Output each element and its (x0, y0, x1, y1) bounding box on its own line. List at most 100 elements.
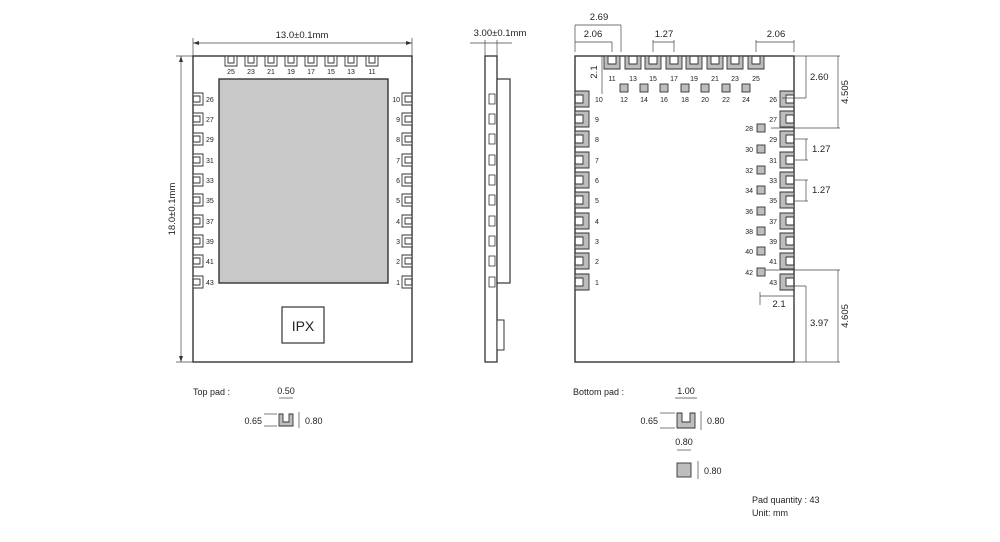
square-pad-width: 0.80 (675, 437, 693, 447)
pin-number: 14 (640, 97, 648, 104)
side-view: 3.00±0.1mm (470, 28, 526, 363)
pin-number: 13 (629, 76, 637, 83)
pin-number: 8 (595, 137, 599, 144)
inner-pad (700, 83, 710, 93)
pin-number: 15 (649, 76, 657, 83)
top-pad-left: 0.65 (244, 416, 262, 426)
ipx-label: IPX (292, 318, 315, 334)
bottom-pad (779, 110, 795, 128)
pin-number: 9 (595, 117, 599, 124)
pin-number: 3 (396, 239, 400, 246)
castellated-pad (192, 173, 204, 187)
castellated-pad (192, 112, 204, 126)
pin-number: 1 (595, 280, 599, 287)
castellated-pad (192, 234, 204, 248)
bottom-pad (665, 55, 683, 70)
pad-quantity: Pad quantity : 43 (752, 495, 820, 505)
pin-number: 35 (769, 198, 777, 205)
castellation (488, 154, 496, 166)
top-view: 13.0±0.1mm 18.0±0.1mm IPX 25 23 21 19 17… (167, 30, 413, 363)
dim-3-97: 3.97 (810, 318, 829, 329)
bottom-pad (779, 90, 795, 108)
castellated-pad (401, 153, 413, 167)
bottom-pad-right: 0.80 (707, 416, 725, 426)
bottom-pad (574, 171, 590, 189)
pin-number: 27 (769, 117, 777, 124)
pin-number: 4 (595, 219, 599, 226)
pin-number: 7 (396, 158, 400, 165)
pin-number: 8 (396, 137, 400, 144)
castellated-pad (192, 92, 204, 106)
castellation (488, 194, 496, 206)
castellated-pad (244, 55, 258, 67)
bottom-pad (685, 55, 703, 70)
dim-4-605: 4.605 (840, 304, 851, 328)
castellated-pad (264, 55, 278, 67)
inner-pad (741, 83, 751, 93)
bottom-inner-row-numbers: 12 14 16 18 20 22 24 (620, 97, 750, 104)
bottom-pad (574, 191, 590, 209)
inner-pad (756, 165, 766, 175)
bottom-pad (644, 55, 662, 70)
dim-1-27-a: 1.27 (812, 144, 831, 155)
pin-number: 2 (595, 259, 599, 266)
bottom-inner-col-numbers: 28 30 32 34 36 38 40 42 (745, 126, 753, 277)
castellated-pad (401, 173, 413, 187)
dim-2-60: 2.60 (810, 72, 829, 83)
bottom-pad (574, 110, 590, 128)
inner-pad (721, 83, 731, 93)
bottom-pad-title: Bottom pad : (573, 387, 624, 397)
castellated-pad (401, 92, 413, 106)
castellated-pad (401, 132, 413, 146)
bottom-pad (779, 232, 795, 250)
dim-1-27-b: 1.27 (812, 185, 831, 196)
bottom-pad (706, 55, 724, 70)
arrow-left (193, 41, 199, 45)
pin-number: 37 (206, 219, 214, 226)
bottom-pad (779, 252, 795, 270)
bottom-pad (574, 273, 590, 291)
castellation (488, 93, 496, 105)
top-pad-detail: Top pad : 0.50 0.65 0.80 (193, 386, 323, 428)
bottom-pad (779, 171, 795, 189)
pin-number: 28 (745, 126, 753, 133)
pin-number: 11 (368, 69, 375, 76)
bottom-pad (779, 191, 795, 209)
arrow-right (406, 41, 412, 45)
castellation (488, 235, 496, 247)
pin-number: 43 (769, 280, 777, 287)
pin-number: 23 (731, 76, 739, 83)
dim-2-1-bottom: 2.1 (772, 299, 785, 310)
castellated-pad (324, 55, 338, 67)
top-view-left-pin-numbers: 26 27 29 31 33 35 37 39 41 43 (206, 97, 214, 287)
bottom-pad (747, 55, 765, 70)
pin-number: 17 (307, 69, 315, 76)
castellated-pad (192, 254, 204, 268)
castellation (488, 133, 496, 145)
castellated-pad (192, 275, 204, 289)
top-pad-shape (278, 413, 294, 427)
castellation (488, 174, 496, 186)
ipx-connector (281, 306, 325, 344)
pin-number: 2 (396, 259, 400, 266)
pin-number: 20 (701, 97, 709, 104)
dim-2-06-right: 2.06 (767, 29, 786, 40)
pin-number: 11 (608, 76, 615, 83)
top-view-top-pin-numbers: 25 23 21 19 17 15 13 11 (227, 69, 376, 76)
pin-number: 35 (206, 198, 214, 205)
side-view-castellations (488, 93, 496, 288)
pin-number: 17 (670, 76, 678, 83)
castellated-pad (401, 193, 413, 207)
pin-number: 33 (206, 178, 214, 185)
notes: Pad quantity : 43 Unit: mm (752, 495, 820, 518)
pin-number: 16 (660, 97, 668, 104)
castellated-pad (304, 55, 318, 67)
pin-number: 10 (392, 97, 400, 104)
bottom-view-pads (574, 55, 795, 291)
bottom-pad (779, 212, 795, 230)
pin-number: 19 (690, 76, 698, 83)
castellated-pad (192, 153, 204, 167)
top-view-pads (192, 55, 413, 289)
pin-number: 34 (745, 188, 753, 195)
castellated-pad (401, 234, 413, 248)
